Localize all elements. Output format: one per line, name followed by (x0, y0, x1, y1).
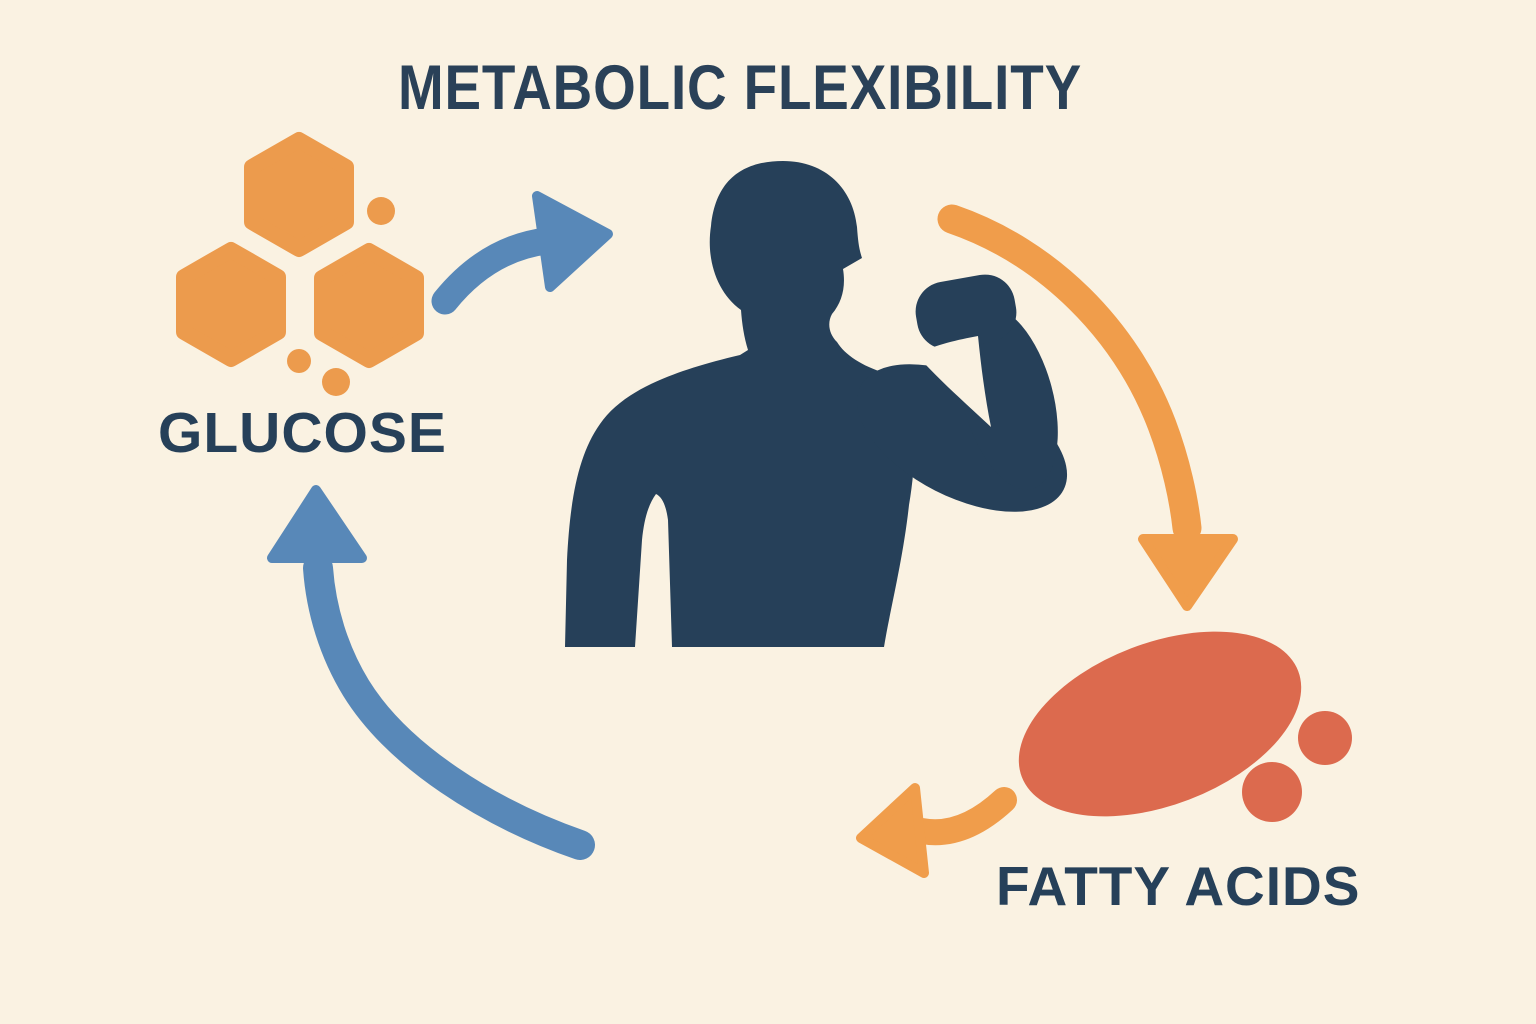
glucose-dot (322, 368, 350, 396)
arrow-head (532, 191, 613, 292)
fist (915, 274, 1017, 350)
body-to-fatty-acids-arrow (937, 204, 1238, 611)
arrow-shaft (431, 227, 560, 315)
glucose-dot (287, 349, 311, 373)
arrow-shaft (937, 204, 1202, 543)
hexagon-left (176, 242, 286, 367)
arrow-head (1138, 534, 1238, 611)
fatty-acids-label: FATTY ACIDS (996, 855, 1361, 917)
arrow-head (856, 783, 929, 878)
arrow-shaft (303, 553, 595, 860)
body-outline (565, 161, 915, 647)
hexagon-top (244, 132, 354, 257)
forearm (958, 306, 1058, 490)
arrow-shaft (909, 787, 1017, 846)
fatty-acids-outflow-arrow (856, 783, 1017, 878)
recycle-to-glucose-arrow (267, 485, 595, 860)
arm-notch (916, 336, 991, 427)
fatty-acid-lipid-icon (1018, 631, 1352, 822)
glucose-hexagons-icon (176, 132, 424, 396)
flexing-person-silhouette (565, 161, 1068, 647)
lipid-droplet (1018, 631, 1302, 817)
lipid-dot (1298, 711, 1352, 765)
glucose-label: GLUCOSE (158, 401, 447, 465)
lipid-dot (1242, 762, 1302, 822)
hexagon-right (314, 243, 424, 368)
arrow-head (267, 485, 367, 563)
glucose-to-body-arrow (431, 191, 613, 315)
glucose-dot (367, 197, 395, 225)
page-title: METABOLIC FLEXIBILITY (397, 53, 1083, 123)
